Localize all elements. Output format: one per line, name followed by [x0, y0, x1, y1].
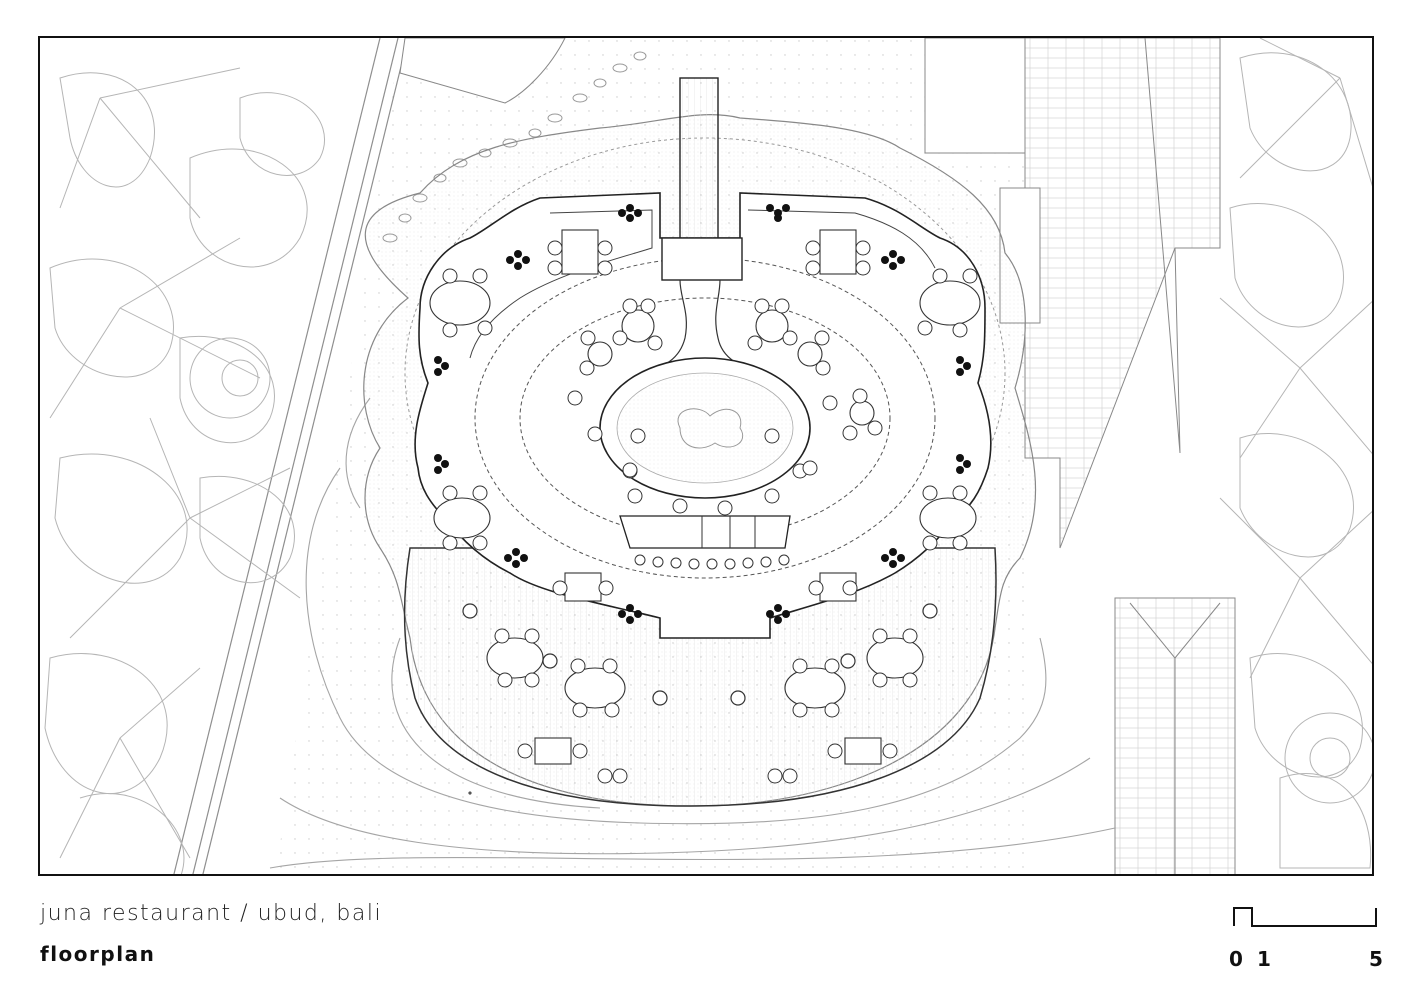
- floorplan-drawing: [44, 38, 1372, 874]
- central-pool: [599, 357, 811, 499]
- pool-bar-stools: [567, 390, 838, 516]
- scale-label-one: 1: [1257, 947, 1271, 971]
- entry-pavilion: [399, 38, 566, 104]
- dining-tables: [429, 229, 981, 795]
- scale-bar: [1233, 907, 1377, 927]
- vegetation-left: [44, 67, 326, 874]
- entry-boardwalk: [639, 77, 766, 374]
- adjacent-building-roofs: [924, 38, 1236, 874]
- planter-clusters: [434, 204, 971, 624]
- scale-label-five: 5: [1369, 947, 1383, 971]
- floorplan-drawing-frame: [38, 36, 1374, 876]
- scale-label-zero: 0: [1229, 947, 1243, 971]
- project-title: juna restaurant / ubud, bali: [40, 901, 383, 926]
- potted-plants: [462, 603, 938, 706]
- vegetation-right: [1219, 38, 1372, 869]
- site-boundary-path: [173, 38, 409, 874]
- bar-counter: [619, 515, 791, 570]
- drawing-type-label: floorplan: [40, 942, 156, 966]
- dining-chairs: [442, 240, 978, 784]
- landscape-paths: [269, 397, 1116, 869]
